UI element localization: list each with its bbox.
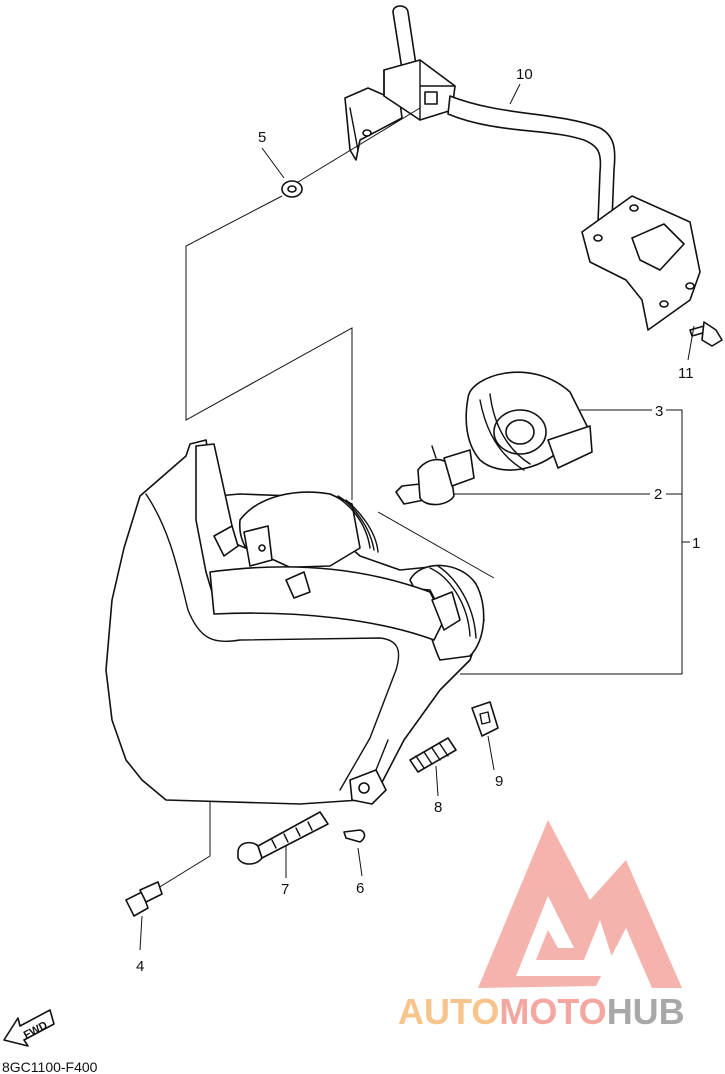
headlight-stay: [344, 5, 701, 331]
flange-bolt-11: [689, 321, 723, 347]
callout-10: 10: [516, 66, 533, 83]
diagram-code: 8GC1100-F400: [2, 1059, 98, 1074]
svg-text:AUTOMOTOHUB: AUTOMOTOHUB: [398, 991, 685, 1032]
watermark-logo-icon: [478, 820, 682, 988]
assembly-lines: [139, 83, 695, 951]
headlight-unit: [105, 439, 485, 805]
adjusting-screw: [237, 811, 329, 865]
screw-4: [125, 881, 163, 917]
callout-7: 7: [281, 881, 289, 898]
fwd-arrow-icon: FWD: [3, 1009, 55, 1047]
watermark-moto: MOTO: [499, 991, 606, 1032]
clip-nut: [471, 701, 499, 737]
headlight-cover: [465, 371, 593, 471]
callout-1: 1: [692, 535, 700, 552]
callout-5: 5: [258, 129, 266, 146]
watermark-text: AUTOMOTOHUB: [398, 991, 685, 1032]
cotter-pin: [343, 829, 366, 843]
callout-11: 11: [678, 365, 694, 382]
callout-2: 2: [654, 486, 662, 503]
headlight-bulb: [395, 445, 475, 506]
callout-6: 6: [356, 880, 364, 897]
spring: [409, 737, 457, 773]
callouts: 1 2 3 4 5 6 7 8 9 10 11: [136, 66, 700, 975]
callout-4: 4: [136, 958, 144, 975]
washer: [281, 180, 303, 198]
callout-9: 9: [495, 773, 503, 790]
watermark-hub: HUB: [607, 991, 685, 1032]
watermark-auto: AUTO: [398, 991, 499, 1032]
callout-8: 8: [434, 799, 442, 816]
callout-3: 3: [655, 403, 663, 420]
